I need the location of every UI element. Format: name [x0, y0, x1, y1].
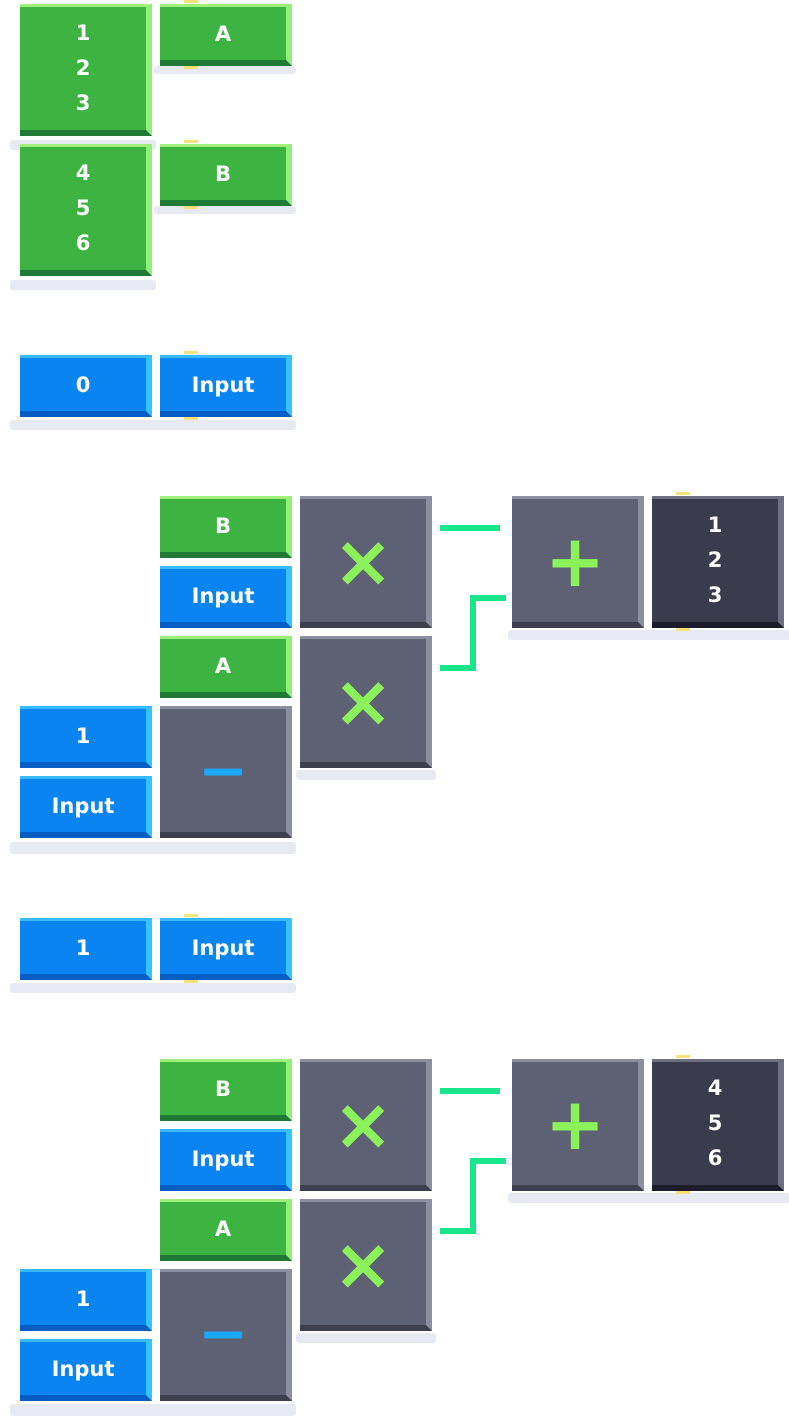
input-label: Input	[191, 583, 255, 608]
wire	[440, 1158, 506, 1234]
connector-notch	[184, 66, 198, 69]
input-label: Input	[191, 1146, 255, 1171]
connector-notch	[184, 140, 198, 143]
graph2-plus-operator[interactable]: +	[512, 1059, 644, 1191]
input-label-block[interactable]: Input	[160, 355, 292, 417]
vector-value: 1	[75, 21, 91, 45]
result-value: 6	[707, 1146, 723, 1170]
connector-notch	[184, 980, 198, 983]
vector-label: B	[214, 1076, 231, 1101]
graph1-minus-operator[interactable]: −	[160, 706, 292, 838]
times-icon: ×	[332, 1081, 394, 1166]
graph2-result-block[interactable]: 4 5 6	[652, 1059, 784, 1191]
graph1-a-block[interactable]: A	[160, 636, 292, 698]
graph1-result-block[interactable]: 1 2 3	[652, 496, 784, 628]
graph1-b-block[interactable]: B	[160, 496, 292, 558]
wire	[440, 595, 506, 671]
graph2-minus-operator[interactable]: −	[160, 1269, 292, 1401]
vector-value: 2	[75, 56, 91, 80]
connector-notch	[184, 0, 198, 3]
scalar-value: 1	[75, 1286, 91, 1311]
input-value: 0	[75, 372, 91, 397]
connector-notch	[676, 1055, 690, 1058]
graph1-input2-block[interactable]: Input	[20, 776, 152, 838]
graph1-times-operator-bottom[interactable]: ×	[300, 636, 432, 768]
vector-value: 6	[75, 231, 91, 255]
input-label: Input	[191, 935, 255, 960]
graph2-a-block[interactable]: A	[160, 1199, 292, 1261]
connector-notch	[184, 351, 198, 354]
graph1-one-block[interactable]: 1	[20, 706, 152, 768]
input-value-block[interactable]: 0	[20, 355, 152, 417]
result-value: 4	[707, 1076, 723, 1100]
vector-b-values-block[interactable]: 4 5 6	[20, 144, 152, 276]
connector-notch	[184, 206, 198, 209]
vector-a-values-block[interactable]: 1 2 3	[20, 4, 152, 136]
graph1-input-block[interactable]: Input	[160, 566, 292, 628]
connector-notch	[676, 1191, 690, 1194]
times-icon: ×	[332, 518, 394, 603]
vector-value: 3	[75, 91, 91, 115]
plus-icon: +	[544, 1081, 606, 1166]
scalar-value: 1	[75, 723, 91, 748]
vector-label: B	[214, 513, 231, 538]
connector-notch	[676, 492, 690, 495]
graph2-input2-block[interactable]: Input	[20, 1339, 152, 1401]
graph2-one-block[interactable]: 1	[20, 1269, 152, 1331]
vector-value: 4	[75, 161, 91, 185]
input-value-block[interactable]: 1	[20, 918, 152, 980]
result-value: 2	[707, 548, 723, 572]
graph2-times-operator-bottom[interactable]: ×	[300, 1199, 432, 1331]
times-icon: ×	[332, 1221, 394, 1306]
minus-icon: −	[197, 735, 249, 806]
result-value: 3	[707, 583, 723, 607]
minus-icon: −	[197, 1298, 249, 1369]
graph2-input-block[interactable]: Input	[160, 1129, 292, 1191]
plus-icon: +	[544, 518, 606, 603]
input-label: Input	[51, 1356, 115, 1381]
vector-label: A	[214, 21, 232, 46]
input-value: 1	[75, 935, 91, 960]
connector-notch	[676, 628, 690, 631]
vector-label: B	[214, 161, 231, 186]
input-label: Input	[191, 372, 255, 397]
result-value: 5	[707, 1111, 723, 1135]
vector-label: A	[214, 1216, 232, 1241]
result-value: 1	[707, 513, 723, 537]
graph1-times-operator-top[interactable]: ×	[300, 496, 432, 628]
graph2-b-block[interactable]: B	[160, 1059, 292, 1121]
input-label: Input	[51, 793, 115, 818]
vector-value: 5	[75, 196, 91, 220]
graph1-plus-operator[interactable]: +	[512, 496, 644, 628]
graph2-times-operator-top[interactable]: ×	[300, 1059, 432, 1191]
connector-notch	[184, 914, 198, 917]
times-icon: ×	[332, 658, 394, 743]
vector-label: A	[214, 653, 232, 678]
vector-b-label-block[interactable]: B	[160, 144, 292, 206]
connector-notch	[184, 417, 198, 420]
input-label-block[interactable]: Input	[160, 918, 292, 980]
vector-a-label-block[interactable]: A	[160, 4, 292, 66]
